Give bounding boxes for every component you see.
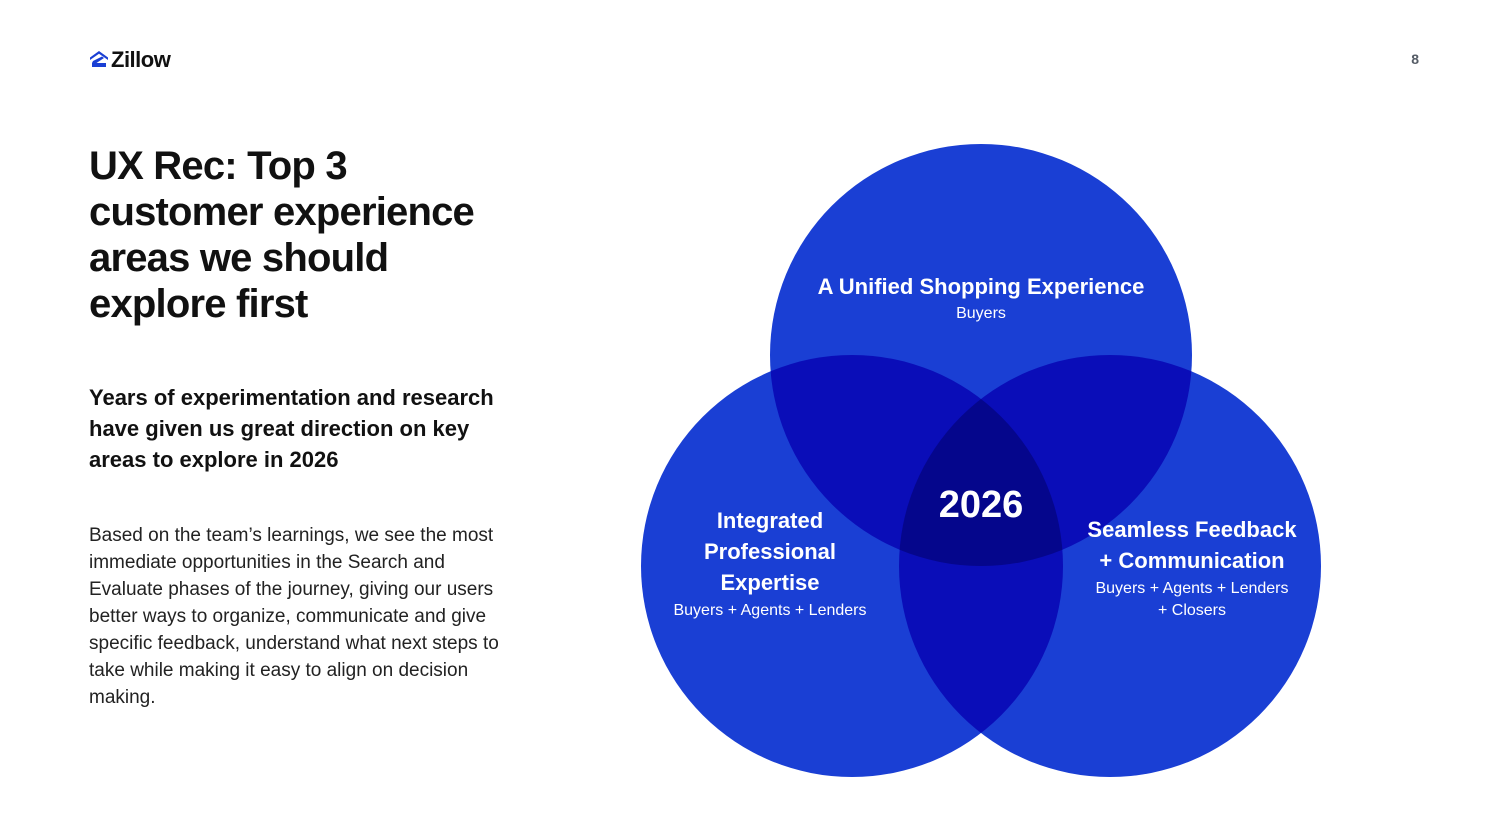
venn-diagram: A Unified Shopping Experience Buyers Int… (641, 144, 1321, 777)
circle-label-expertise-line-1: Integrated (717, 508, 823, 533)
circle-label-expertise-line-2: Professional (704, 539, 836, 564)
venn-overlap-center (899, 355, 1063, 566)
zillow-house-icon (90, 51, 108, 67)
zillow-logo: Zillow (89, 47, 171, 73)
circle-audience-feedback-line-2: + Closers (1158, 602, 1226, 619)
circle-audience-shopping: Buyers (956, 305, 1006, 322)
logo-text: Zillow (111, 47, 171, 72)
circle-label-feedback-line-2: + Communication (1099, 548, 1284, 573)
page-number: 8 (1411, 51, 1419, 67)
circle-audience-expertise: Buyers + Agents + Lenders (673, 602, 866, 619)
page-subtitle: Years of experimentation and research ha… (89, 385, 494, 472)
page-title: UX Rec: Top 3 customer experience areas … (89, 144, 475, 326)
circle-label-shopping: A Unified Shopping Experience (818, 274, 1145, 299)
circle-label-expertise-line-3: Expertise (720, 570, 819, 595)
circle-label-feedback-line-1: Seamless Feedback (1087, 517, 1297, 542)
circle-audience-feedback-line-1: Buyers + Agents + Lenders (1095, 580, 1288, 597)
body-paragraph: Based on the team’s learnings, we see th… (89, 525, 499, 708)
center-label: 2026 (939, 484, 1024, 526)
